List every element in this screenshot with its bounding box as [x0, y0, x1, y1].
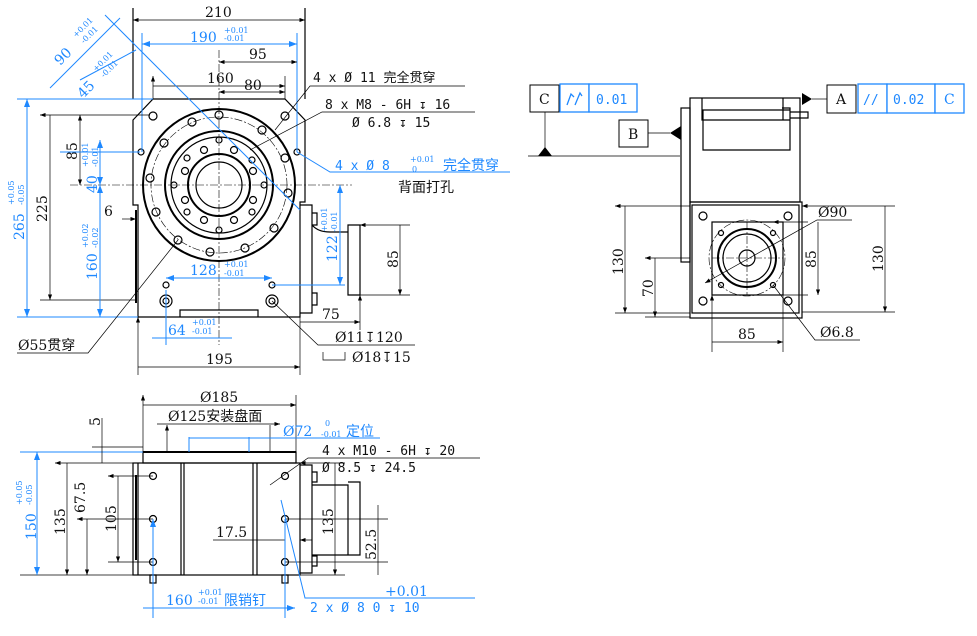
tol-72-minus: -0.01 [321, 430, 342, 439]
dim-128: 128 [190, 263, 217, 279]
note-m10-line1: 4 x M10 - 6H ↧ 20 [322, 444, 455, 459]
tol-160-plus: +0.01 [198, 588, 223, 597]
dim-135-right: 135 [321, 508, 337, 535]
tol-holes-8-plus: +0.01 [410, 155, 435, 164]
tol-64-minus: -0.01 [192, 327, 213, 336]
dim-160: 160 [207, 71, 234, 87]
dim-160-suffix: 限销钉 [224, 593, 266, 609]
dim-85-horizontal: 85 [738, 327, 756, 343]
note-m10-line2: Ø 8.5 ↧ 24.5 [322, 461, 416, 476]
front-body [132, 462, 301, 576]
dim-160-front: 160 [166, 593, 193, 609]
dim-85-vertical: 85 [804, 250, 820, 268]
dim-52-5: 52.5 [364, 529, 380, 560]
dim-90-diag: 90 [52, 45, 76, 69]
dim-phi-90: Ø90 [818, 205, 847, 221]
top-view: 210 190 +0.01 -0.01 95 160 80 90 +0.01 -… [7, 5, 510, 375]
fcf1-value: 0.01 [596, 93, 627, 108]
tol-150-plus: +0.05 [15, 480, 24, 505]
dim-70: 70 [641, 279, 657, 297]
tol-122-minus: -0.01 [330, 211, 339, 232]
dim-phi-6-8: Ø6.8 [820, 325, 854, 341]
fcf2-ref: C [944, 92, 955, 108]
side-view: C 0.01 B A // 0.02 C 130 70 130 85 85 Ø9… [528, 83, 965, 352]
top-body-outline [132, 98, 306, 318]
datum-a: A [835, 92, 847, 108]
tol-160v-minus: -0.02 [91, 227, 100, 248]
note-m8-line2: Ø 6.8 ↧ 15 [352, 116, 430, 131]
dim-130-right: 130 [871, 245, 887, 272]
note-bore-55: Ø55贯穿 [18, 338, 75, 354]
note-holes-11: 4 x Ø 11 完全贯穿 [313, 70, 435, 86]
dim-85-left: 85 [65, 142, 81, 160]
tol-40-plus: +0.01 [81, 142, 90, 167]
note-cb-line2: Ø18↧15 [352, 350, 411, 366]
dim-130-left: 130 [611, 248, 627, 275]
tol-72-plus: 0 [325, 419, 330, 428]
dim-72: Ø72 [283, 424, 312, 440]
dim-190: 190 [190, 30, 217, 46]
fcf2-symbol: // [863, 93, 879, 108]
datum-b: B [628, 127, 638, 143]
runout-symbol-icon [559, 83, 590, 113]
tol-265-minus: -0.05 [17, 184, 26, 205]
dim-6: 6 [104, 204, 113, 220]
datum-c: C [539, 92, 550, 108]
dim-225: 225 [35, 195, 51, 222]
tol-265-plus: +0.05 [7, 180, 16, 205]
side-flange [680, 107, 691, 263]
dim-67-5: 67.5 [73, 482, 89, 513]
dim-85-right: 85 [386, 250, 402, 268]
note-pins-tol: +0.01 [385, 584, 428, 600]
note-pins: 2 x Ø 8 0 ↧ 10 [310, 601, 420, 616]
fcf2-value: 0.02 [893, 93, 924, 108]
tol-64-plus: +0.01 [192, 318, 217, 327]
dim-45-diag: 45 [75, 78, 99, 102]
dim-265: 265 [12, 213, 28, 240]
dim-64: 64 [168, 323, 186, 339]
tol-190-minus: -0.01 [224, 34, 245, 43]
note-holes-8: 4 x Ø 8 [335, 159, 390, 174]
tol-150-minus: -0.05 [25, 484, 34, 505]
output-flange [142, 451, 297, 464]
tol-128-minus: -0.01 [224, 269, 245, 278]
tol-128-plus: +0.01 [224, 260, 249, 269]
dim-80: 80 [244, 78, 262, 94]
front-view: 150 +0.05 -0.05 135 67.5 105 5 Ø185 Ø125… [15, 390, 480, 618]
dim-105: 105 [104, 505, 120, 532]
dim-40: 40 [85, 175, 101, 193]
note-cb-line1: Ø11↧120 [335, 330, 403, 346]
tol-40-minus: -0.01 [91, 146, 100, 167]
note-m8-line1: 8 x M8 - 6H ↧ 16 [325, 98, 450, 113]
dim-75: 75 [322, 307, 340, 323]
tol-122-plus: +0.01 [320, 207, 329, 232]
note-back-drill: 背面打孔 [398, 179, 454, 196]
dim-5: 5 [88, 417, 104, 426]
dim-125: Ø125安装盘面 [168, 408, 262, 425]
dim-185: Ø185 [200, 390, 238, 406]
dim-122: 122 [325, 235, 341, 262]
side-gear-housing [300, 204, 361, 314]
tol-160v-plus: +0.02 [81, 223, 90, 248]
flange-holes [145, 110, 293, 257]
tol-190-plus: +0.01 [224, 26, 249, 35]
dim-210: 210 [205, 5, 232, 21]
dim-195: 195 [206, 352, 233, 368]
dim-95: 95 [249, 47, 267, 63]
tol-160-minus: -0.01 [198, 597, 219, 606]
tol-holes-8-minus: 0 [412, 165, 417, 174]
dim-72-suffix: 定位 [346, 424, 374, 440]
note-holes-8-suffix: 完全贯穿 [443, 157, 499, 174]
dim-160-v: 160 [85, 253, 101, 280]
dim-135-left: 135 [53, 508, 69, 535]
dim-150: 150 [24, 513, 40, 540]
dim-17-5: 17.5 [216, 525, 247, 541]
